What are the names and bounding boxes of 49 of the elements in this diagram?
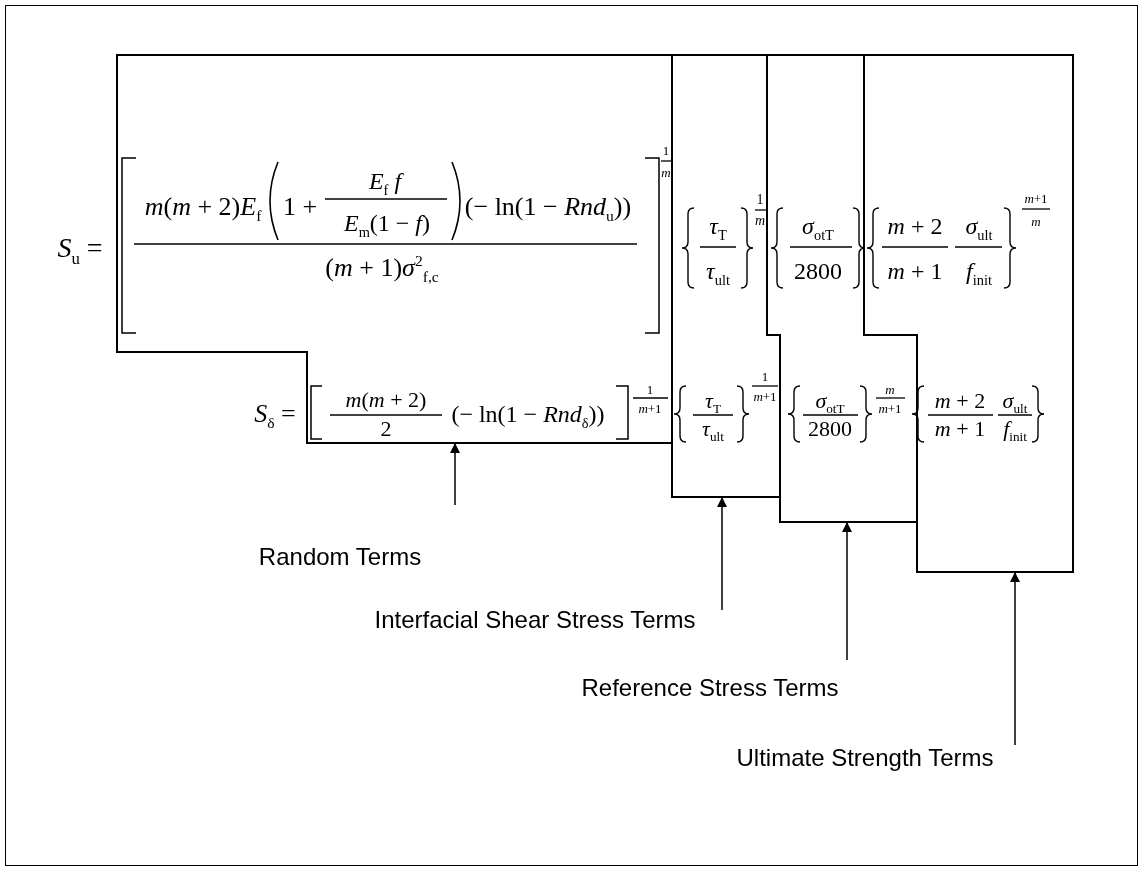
exponent: m — [661, 165, 671, 179]
math-term: (− ln(1 − Rnd$_{δ}$)) — [451, 402, 605, 426]
term-caption: Random Terms — [258, 543, 422, 571]
math-term: f$_{init}$ — [966, 259, 992, 283]
arrow — [1010, 571, 1020, 746]
arrow — [717, 496, 727, 611]
math-term: f$_{init}$ — [1003, 418, 1027, 440]
arrow — [842, 521, 852, 661]
exponent: m+1 — [1024, 191, 1048, 205]
arrow — [450, 442, 460, 506]
equation-lhs: S$_{u}$ = — [57, 234, 103, 262]
math-term: m(m + 2) — [345, 389, 427, 411]
term-caption: Ultimate Strength Terms — [736, 744, 994, 772]
exponent: 1 — [761, 369, 769, 383]
math-term: m + 1 — [887, 259, 943, 283]
math-term: τ$_{T}$ — [705, 390, 721, 412]
region-outline — [672, 55, 780, 497]
exponent: m — [1031, 214, 1041, 228]
equation-lhs: S$_{δ}$ = — [254, 401, 296, 427]
exponent: 1 — [756, 193, 764, 207]
exponent: m+1 — [638, 401, 662, 415]
math-term: σ$_{otT}$ — [802, 214, 834, 238]
math-term: τ$_{ult}$ — [706, 259, 730, 283]
term-caption: Interfacial Shear Stress Terms — [374, 606, 696, 634]
exponent: m+1 — [753, 389, 777, 403]
math-term: σ$_{otT}$ — [815, 390, 845, 412]
math-term: m + 1 — [934, 418, 986, 440]
math-term: 2800 — [794, 259, 842, 283]
exponent: m — [885, 382, 895, 396]
math-term: E$_{f}$ f — [368, 169, 402, 193]
math-term: 2 — [380, 418, 392, 440]
exponent: m+1 — [878, 401, 902, 415]
math-term: (− ln(1 − Rnd$_{u}$)) — [464, 194, 632, 220]
math-term: σ$_{ult}$ — [965, 214, 993, 238]
math-term: E$_{m}$(1 − f) — [343, 211, 431, 235]
region-outline — [117, 55, 672, 443]
math-term: τ$_{ult}$ — [702, 418, 724, 440]
math-term: τ$_{T}$ — [709, 214, 727, 238]
math-term: m(m + 2)E$_{f}$ — [144, 194, 262, 220]
math-term: 1 + — [282, 194, 318, 220]
math-term: 2800 — [808, 418, 852, 440]
exponent: 1 — [662, 143, 670, 157]
exponent: m — [754, 214, 766, 228]
math-term: m + 2 — [887, 214, 943, 238]
region-outline — [864, 55, 1073, 572]
math-term: σ$_{ult}$ — [1002, 390, 1028, 412]
math-term: m + 2 — [934, 390, 986, 412]
term-caption: Reference Stress Terms — [581, 674, 839, 702]
exponent: 1 — [646, 382, 654, 396]
